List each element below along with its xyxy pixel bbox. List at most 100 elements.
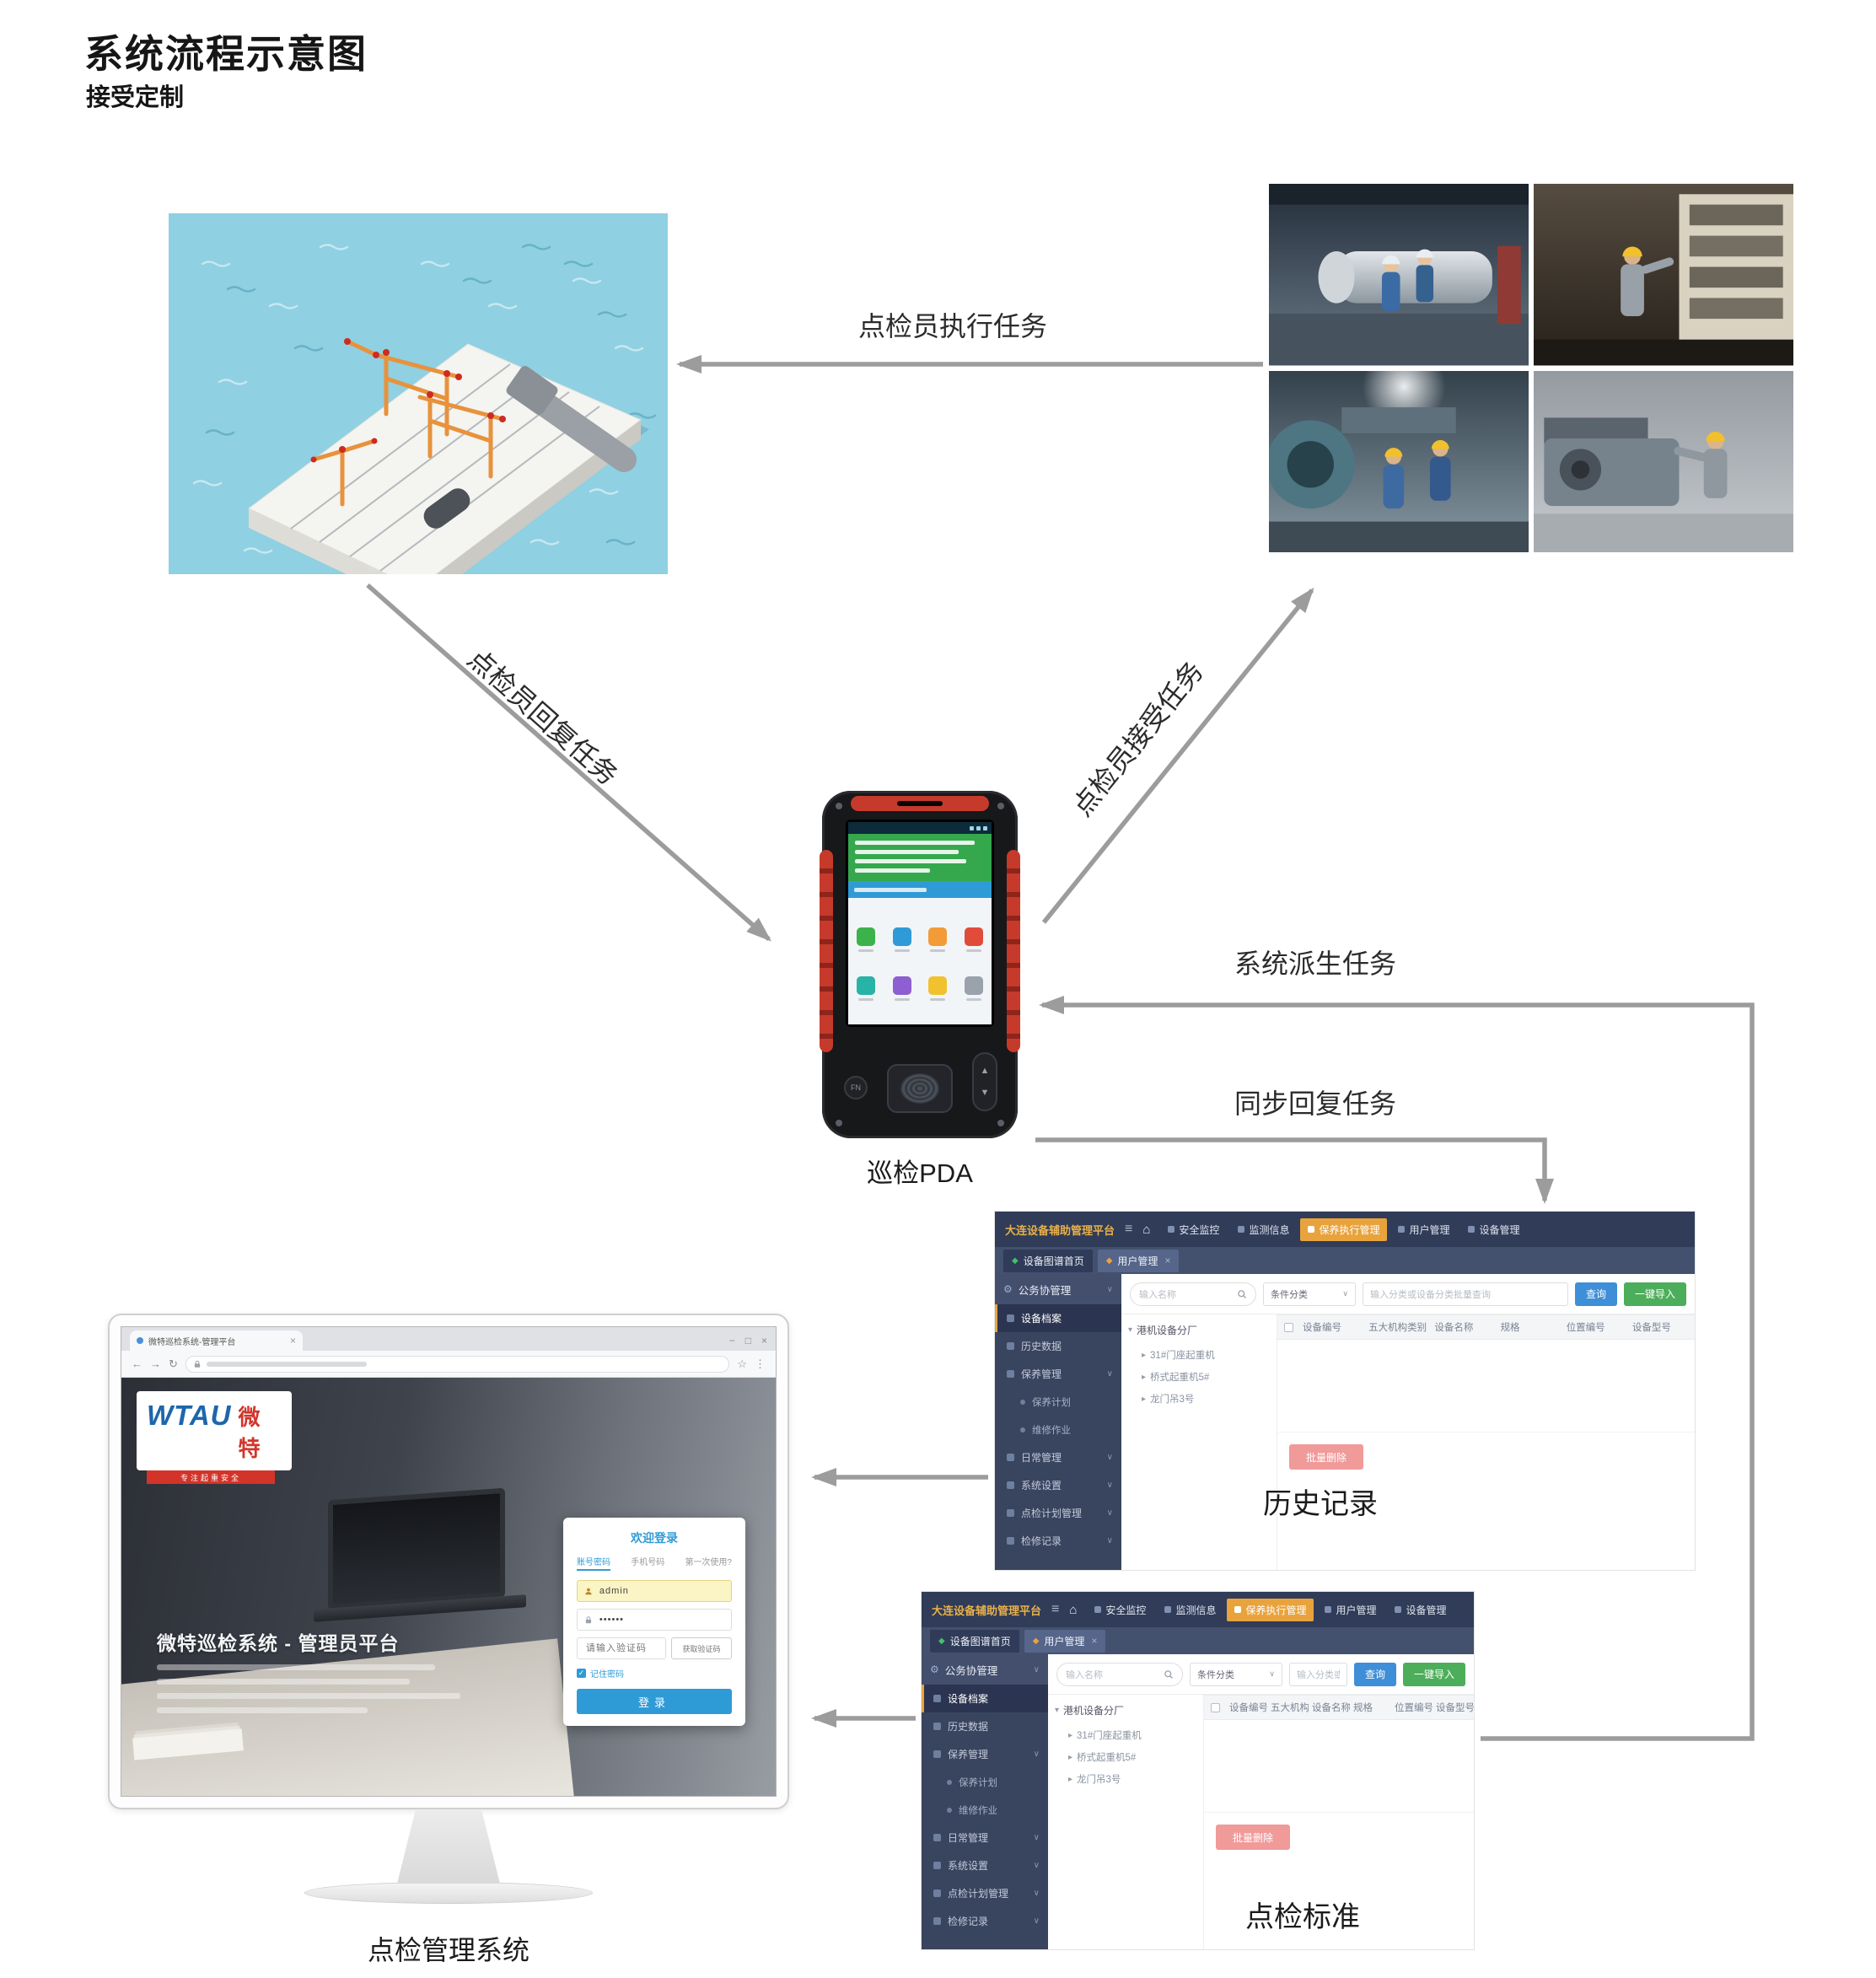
home-icon[interactable]: ⌂: [1142, 1222, 1151, 1237]
top-menu-item[interactable]: 设备管理: [1387, 1599, 1454, 1621]
app-icon[interactable]: [857, 927, 876, 953]
header-checkbox-cell: [1204, 1702, 1226, 1712]
admin-tab[interactable]: ◆用户管理×: [1097, 1249, 1180, 1272]
device-search-input[interactable]: 输入名称: [1130, 1282, 1256, 1306]
top-menu-item[interactable]: 监测信息: [1230, 1218, 1297, 1241]
pda-volume-rocker[interactable]: ▲▼: [972, 1052, 997, 1111]
device-search-input[interactable]: 输入名称: [1056, 1662, 1183, 1686]
tree-node[interactable]: ▸龙门吊3号: [1128, 1388, 1270, 1410]
tree-node[interactable]: ▸桥式起重机5#: [1128, 1366, 1270, 1388]
app-icon[interactable]: [892, 976, 911, 1001]
chevron-down-icon: ∨: [1106, 1536, 1113, 1545]
top-menu-item[interactable]: 安全监控: [1160, 1218, 1227, 1241]
sidebar-item[interactable]: 保养计划: [995, 1388, 1121, 1416]
app-icon[interactable]: [928, 976, 948, 1001]
refresh-icon[interactable]: ↻: [169, 1357, 178, 1370]
tree-node[interactable]: ▸桥式起重机5#: [1055, 1746, 1196, 1768]
app-icon[interactable]: [928, 927, 948, 953]
tab-close-icon[interactable]: ×: [289, 1335, 296, 1346]
password-input[interactable]: [597, 1614, 724, 1626]
batch-delete-button[interactable]: 批量删除: [1289, 1444, 1363, 1470]
sidebar-item[interactable]: 保养管理∨: [995, 1360, 1121, 1388]
admin-tab[interactable]: ◆设备图谱首页: [930, 1629, 1019, 1653]
sidebar-item[interactable]: 检修记录∨: [995, 1527, 1121, 1555]
top-menu-item[interactable]: 用户管理: [1317, 1599, 1384, 1621]
admin-tab[interactable]: ◆用户管理×: [1024, 1629, 1106, 1653]
top-menu-item[interactable]: 监测信息: [1157, 1599, 1223, 1621]
table-header-cell: 位置编号: [1395, 1703, 1433, 1713]
sidebar-header[interactable]: ⚙公务协管理∨: [922, 1654, 1048, 1685]
sidebar-item[interactable]: 历史数据: [995, 1332, 1121, 1360]
sidebar-item[interactable]: 点检计划管理∨: [922, 1879, 1048, 1907]
sidebar-item-label: 检修记录: [948, 1916, 989, 1927]
batch-query-input[interactable]: 输入分类或设备分类批量查询: [1289, 1662, 1347, 1686]
login-tab-first-use[interactable]: 第一次使用?: [685, 1558, 732, 1567]
sidebar-item[interactable]: 维修作业: [995, 1416, 1121, 1443]
sidebar-header[interactable]: ⚙公务协管理∨: [995, 1274, 1121, 1304]
bookmark-star-icon[interactable]: ☆: [737, 1357, 747, 1370]
back-icon[interactable]: ←: [132, 1357, 142, 1370]
import-button[interactable]: 一键导入: [1623, 1282, 1686, 1306]
pda-screen[interactable]: [846, 820, 994, 1027]
top-menu-item[interactable]: 设备管理: [1460, 1218, 1527, 1241]
captcha-button[interactable]: 获取验证码: [671, 1637, 732, 1659]
forward-icon[interactable]: →: [150, 1357, 161, 1370]
remember-checkbox[interactable]: ✓: [577, 1669, 586, 1678]
sidebar-item[interactable]: 日常管理∨: [995, 1443, 1121, 1471]
tab-icon: ◆: [1032, 1636, 1040, 1646]
maximize-icon[interactable]: □: [744, 1335, 751, 1346]
sidebar-item[interactable]: 维修作业: [922, 1796, 1048, 1824]
query-button[interactable]: 查询: [1574, 1282, 1617, 1306]
app-icon[interactable]: [857, 976, 876, 1001]
captcha-input[interactable]: [584, 1642, 658, 1654]
app-icon[interactable]: [964, 976, 983, 1001]
browser-menu-icon[interactable]: ⋮: [755, 1357, 766, 1370]
batch-delete-button[interactable]: 批量删除: [1216, 1825, 1290, 1850]
tree-root-node[interactable]: ▾港机设备分厂: [1128, 1323, 1270, 1337]
sidebar-item[interactable]: 设备档案: [922, 1685, 1048, 1712]
admin-tab[interactable]: ◆设备图谱首页: [1003, 1249, 1093, 1272]
sidebar-item[interactable]: 系统设置∨: [922, 1852, 1048, 1879]
tree-node[interactable]: ▸31#门座起重机: [1055, 1724, 1196, 1746]
tree-node[interactable]: ▸龙门吊3号: [1055, 1768, 1196, 1790]
tree-node[interactable]: ▸31#门座起重机: [1128, 1344, 1270, 1366]
top-menu-item[interactable]: 保养执行管理: [1300, 1217, 1388, 1241]
minimize-icon[interactable]: −: [728, 1335, 735, 1346]
sidebar-item[interactable]: 保养计划: [922, 1768, 1048, 1796]
sidebar-item[interactable]: 检修记录∨: [922, 1907, 1048, 1935]
menu-toggle-icon[interactable]: ≡: [1125, 1222, 1133, 1236]
url-field[interactable]: [185, 1355, 730, 1373]
sidebar-item[interactable]: 日常管理∨: [922, 1824, 1048, 1852]
close-icon[interactable]: ×: [761, 1335, 767, 1346]
username-input[interactable]: [597, 1585, 724, 1597]
sidebar-item[interactable]: 点检计划管理∨: [995, 1499, 1121, 1527]
top-menu-item[interactable]: 保养执行管理: [1227, 1598, 1314, 1621]
browser-tab[interactable]: 微特巡检系统-管理平台 ×: [130, 1330, 303, 1351]
login-tab-phone[interactable]: 手机号码: [631, 1558, 665, 1567]
category-select[interactable]: 条件分类∨: [1263, 1282, 1356, 1306]
sidebar-item[interactable]: 历史数据: [922, 1712, 1048, 1740]
login-tab-account[interactable]: 账号密码: [577, 1555, 610, 1571]
sidebar-item[interactable]: 设备档案: [995, 1304, 1121, 1332]
home-icon[interactable]: ⌂: [1069, 1602, 1078, 1617]
top-menu-item[interactable]: 用户管理: [1390, 1218, 1457, 1241]
import-button[interactable]: 一键导入: [1402, 1662, 1465, 1686]
tab-close-icon[interactable]: ×: [1091, 1635, 1098, 1647]
select-all-checkbox[interactable]: [1210, 1702, 1220, 1712]
app-icon[interactable]: [892, 927, 911, 953]
category-select[interactable]: 条件分类∨: [1190, 1662, 1282, 1686]
tab-label: 设备图谱首页: [1023, 1255, 1084, 1267]
app-icon[interactable]: [964, 927, 983, 953]
pda-fn-button[interactable]: FN: [844, 1076, 868, 1099]
login-button[interactable]: 登录: [577, 1689, 732, 1714]
select-all-checkbox[interactable]: [1283, 1322, 1293, 1332]
menu-toggle-icon[interactable]: ≡: [1051, 1602, 1060, 1616]
tree-root-node[interactable]: ▾港机设备分厂: [1055, 1703, 1196, 1717]
batch-query-input[interactable]: 输入分类或设备分类批量查询: [1363, 1282, 1568, 1306]
tab-close-icon[interactable]: ×: [1164, 1255, 1171, 1266]
top-menu-item[interactable]: 安全监控: [1087, 1599, 1153, 1621]
sidebar-item[interactable]: 系统设置∨: [995, 1471, 1121, 1499]
query-button[interactable]: 查询: [1353, 1662, 1396, 1686]
fingerprint-sensor[interactable]: [887, 1064, 953, 1113]
sidebar-item[interactable]: 保养管理∨: [922, 1740, 1048, 1768]
